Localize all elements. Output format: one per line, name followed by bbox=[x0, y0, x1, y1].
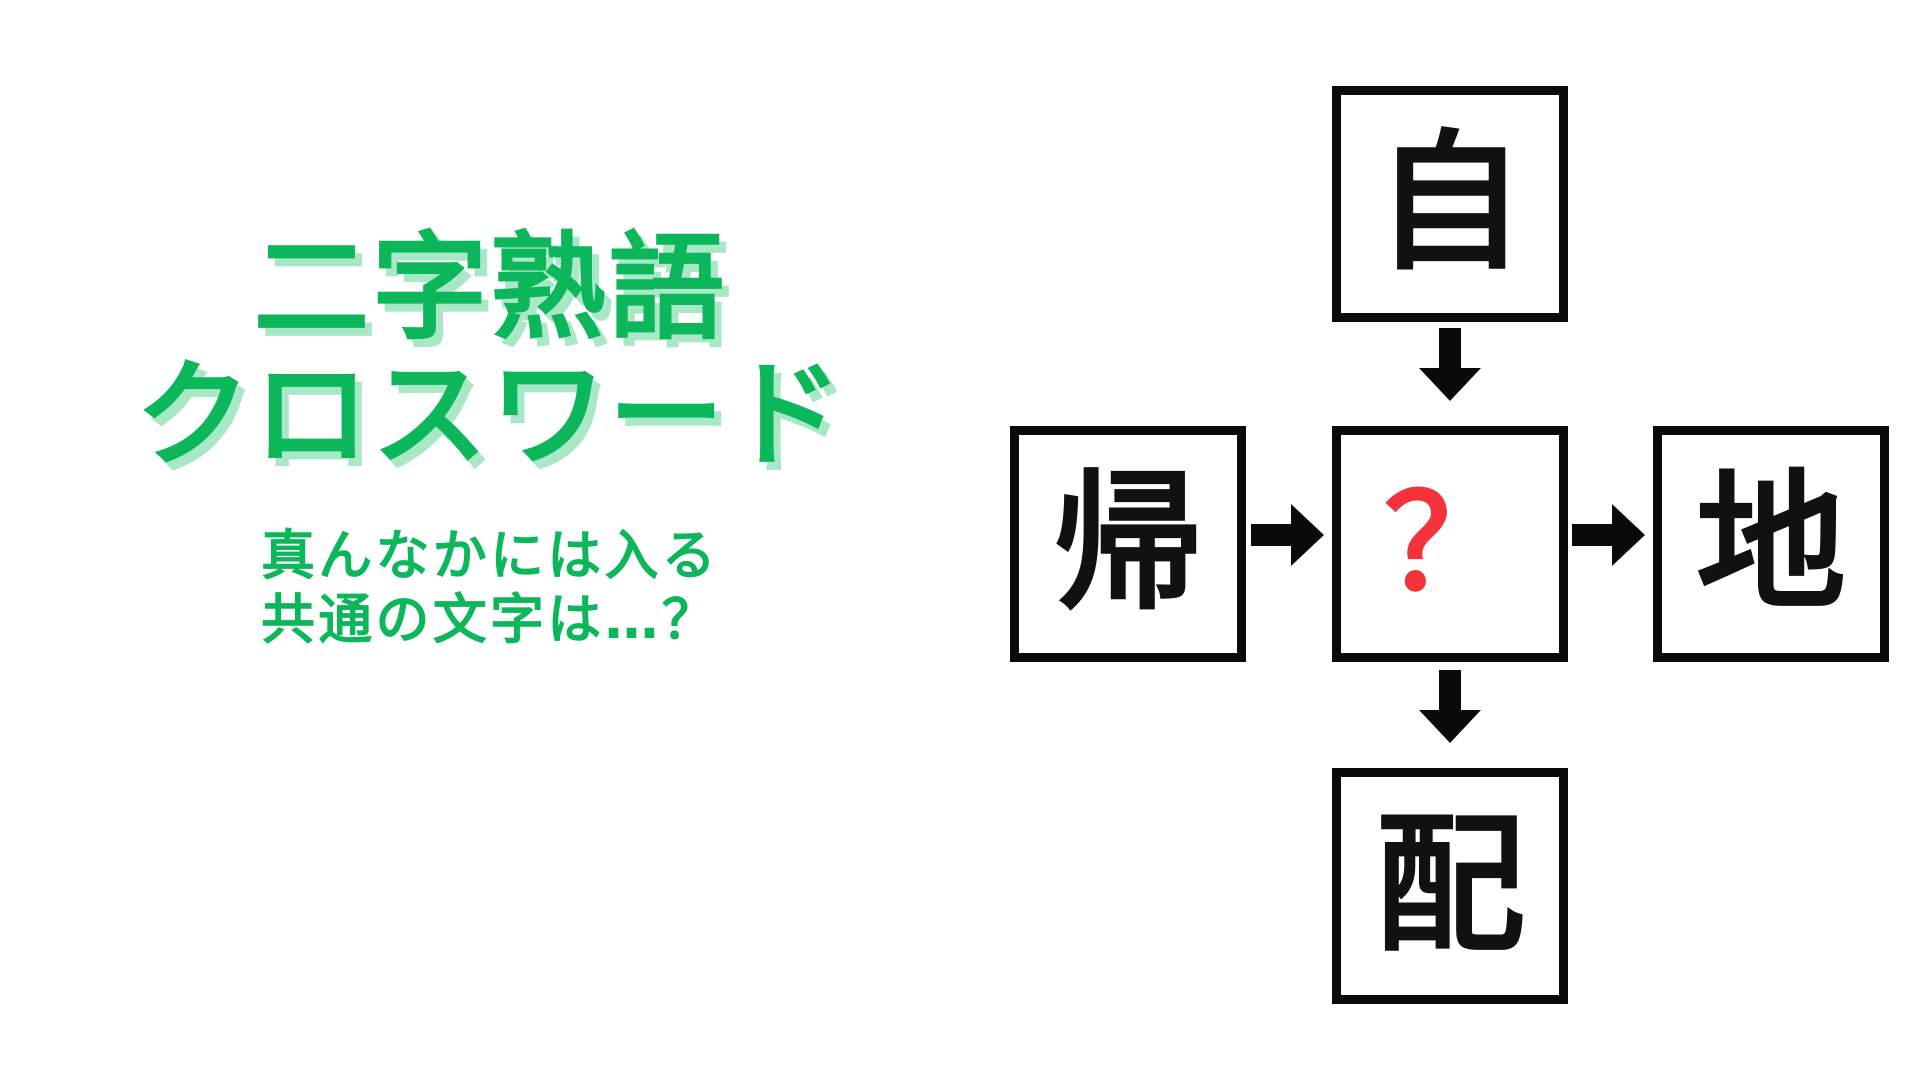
crossword-diagram: 自 帰 ？ 地 配 bbox=[980, 60, 1920, 1020]
crossword-cell-bottom-char: 配 bbox=[1374, 799, 1525, 973]
crossword-cell-right[interactable]: 地 bbox=[1653, 426, 1889, 662]
crossword-cell-left[interactable]: 帰 bbox=[1010, 426, 1246, 662]
crossword-cell-center-answer[interactable]: ？ bbox=[1332, 426, 1568, 662]
arrow-down-icon-top-to-center bbox=[1417, 328, 1483, 402]
arrow-down-icon-center-to-bottom bbox=[1417, 670, 1483, 744]
headline-block: 二字熟語 クロスワード 真んなかには入る 共通の文字は…？ bbox=[0, 221, 980, 651]
crossword-cell-top[interactable]: 自 bbox=[1332, 86, 1568, 322]
subtitle-line-2: 共通の文字は…？ bbox=[261, 587, 719, 651]
crossword-cell-bottom[interactable]: 配 bbox=[1332, 768, 1568, 1004]
title-line-2: クロスワード bbox=[135, 347, 845, 483]
crossword-cell-right-char: 地 bbox=[1695, 457, 1846, 631]
crossword-cell-top-char: 自 bbox=[1374, 117, 1525, 291]
arrow-right-icon-center-to-right bbox=[1572, 502, 1646, 568]
subtitle-line-1: 真んなかには入る bbox=[261, 523, 719, 587]
arrow-right-icon-left-to-center bbox=[1251, 502, 1325, 568]
crossword-cell-left-char: 帰 bbox=[1052, 457, 1203, 631]
subtitle-block: 真んなかには入る 共通の文字は…？ bbox=[0, 524, 980, 651]
question-mark-icon: ？ bbox=[1384, 467, 1516, 621]
title-line-1: 二字熟語 bbox=[253, 221, 727, 356]
